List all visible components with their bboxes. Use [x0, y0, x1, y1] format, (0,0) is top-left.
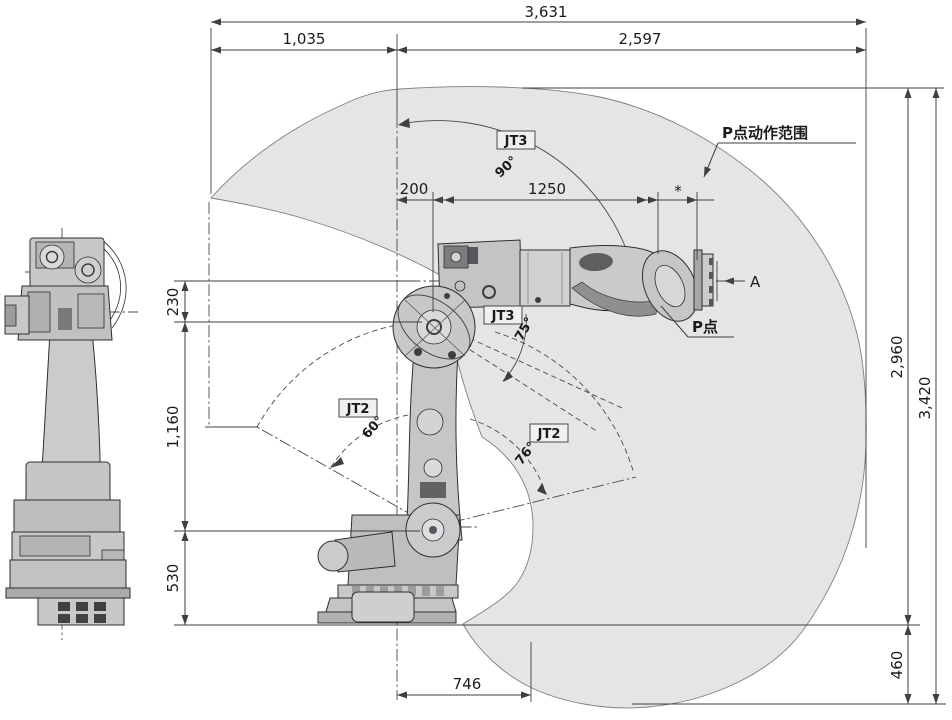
dim-label-forearm: 1250 — [528, 180, 566, 198]
jt2-60-arc — [330, 412, 434, 468]
jt2-left-name: JT2 — [346, 402, 370, 417]
dimension-front-bottom: 746 — [397, 642, 532, 702]
cable-harness — [101, 239, 127, 329]
dim-label-flange-star: * — [674, 182, 682, 200]
jt3-lower-label: JT3 75° — [483, 305, 538, 344]
jt2-right-label: JT2 76° — [513, 423, 569, 468]
jt2-76-arrowhead — [537, 483, 547, 495]
dimension-right-heights: 2,960 460 3,420 — [174, 87, 946, 705]
dim-label-front-reach: 2,597 — [619, 30, 662, 48]
jt2-left-label: JT2 60° — [338, 398, 388, 442]
dim-label-below-floor: 460 — [888, 651, 906, 680]
base-connectors — [58, 602, 106, 623]
jt3-90-arrowhead — [398, 118, 410, 128]
envelope-label-text: P点动作范围 — [722, 124, 808, 142]
turret-teeth — [352, 586, 444, 596]
robot-main-view — [317, 239, 714, 624]
jt3-upper-name: JT3 — [504, 134, 528, 149]
robot-side-view — [4, 237, 131, 626]
elbow-path-rear-arc — [256, 320, 434, 428]
jt2-76-arc — [469, 418, 547, 495]
dim-label-rear-reach: 1,035 — [283, 30, 326, 48]
dim-label-base-height: 530 — [164, 564, 182, 593]
jt2-rear-limit-line — [256, 426, 434, 528]
jt2-right-name: JT2 — [537, 427, 561, 442]
dim-label-front-bottom: 746 — [453, 675, 482, 693]
jt3-90-arc — [399, 120, 629, 255]
dimension-rear-reach: 1,035 — [211, 30, 397, 54]
jt3-limit-ray-2 — [446, 334, 599, 433]
jt3-75-arrowhead — [503, 371, 513, 382]
jt3-limit-ray-1 — [444, 326, 623, 409]
jt2-60-arrowhead — [330, 457, 344, 468]
dim-label-upper-arm: 1,160 — [164, 406, 182, 449]
jt2-front-limit-line — [432, 476, 637, 528]
jt2-left-angle: 60° — [360, 414, 388, 442]
p-point-annotation: P点 — [660, 305, 734, 338]
dim-label-wrist-drop: 230 — [164, 288, 182, 317]
dim-label-shoulder-offset: 200 — [400, 180, 429, 198]
dimension-total-width: 3,631 — [210, 3, 867, 548]
dim-label-above-floor: 2,960 — [888, 336, 906, 379]
a-axis-annotation: A — [716, 261, 761, 301]
jt3-upper-label: JT3 90° — [493, 130, 536, 181]
dimension-front-reach: 2,597 — [397, 30, 866, 54]
a-axis-label-text: A — [750, 273, 761, 291]
jt3-lower-name: JT3 — [491, 309, 515, 324]
dimension-arm-lengths: 200 1250 * — [397, 180, 714, 312]
dimension-left-heights: 230 1,160 530 — [164, 280, 422, 625]
envelope-annotation: P点动作范围 — [703, 124, 856, 178]
dim-label-total-width: 3,631 — [525, 3, 568, 21]
p-point-label-text: P点 — [692, 318, 718, 336]
elbow-path-front-arc — [494, 331, 635, 475]
dim-label-total-height: 3,420 — [916, 377, 934, 420]
